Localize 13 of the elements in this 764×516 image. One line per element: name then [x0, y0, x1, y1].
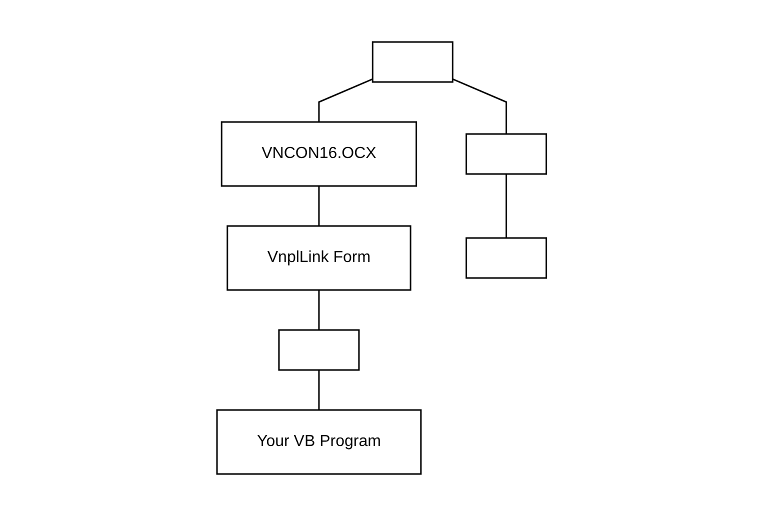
connector	[506, 174, 508, 238]
connector	[318, 78, 374, 122]
node-box: Your VB Program	[216, 409, 422, 475]
connector	[318, 290, 320, 330]
connector	[318, 370, 320, 410]
node-box	[372, 41, 454, 83]
connector	[452, 78, 508, 134]
node-box	[466, 237, 548, 279]
node-box: VNCON16.OCX	[221, 121, 418, 187]
connector	[318, 186, 320, 226]
node-box	[466, 133, 548, 175]
node-box	[278, 329, 360, 371]
node-box: VnplLink Form	[226, 225, 412, 291]
